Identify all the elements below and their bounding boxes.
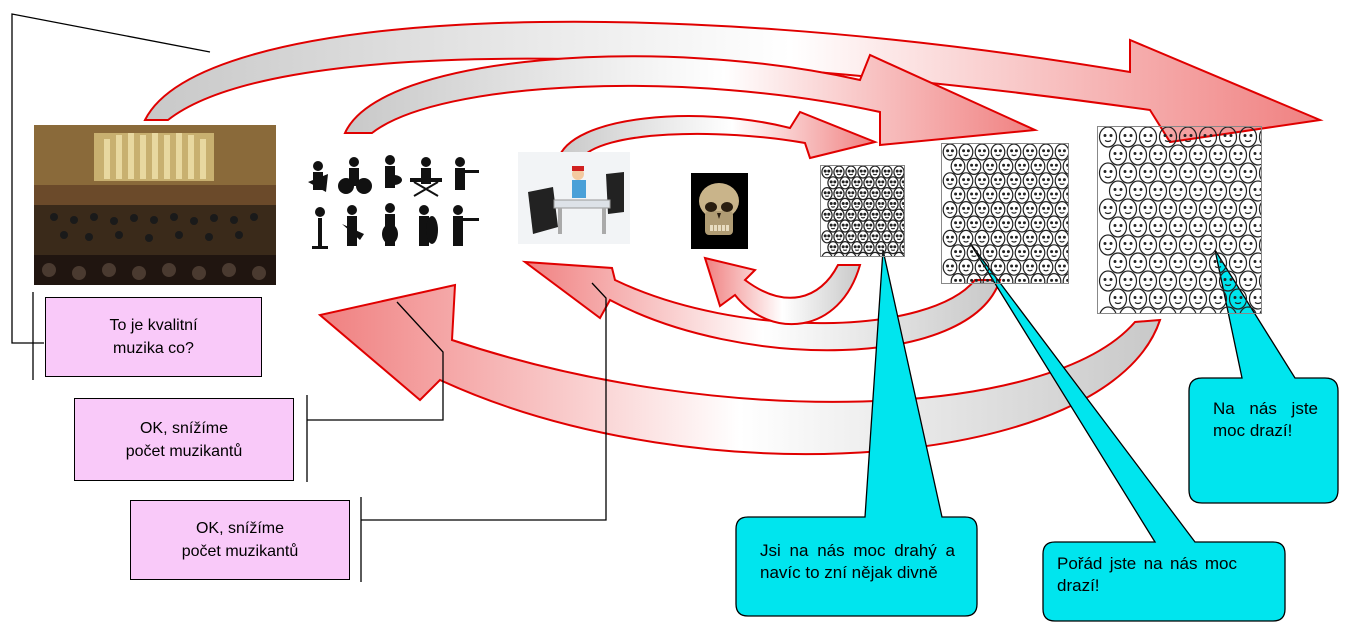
orchestra-photo	[34, 125, 276, 285]
skull-photo	[691, 173, 748, 249]
connector-quality	[11, 13, 211, 344]
callout-reduce-2-line1: OK, snížíme	[195, 520, 284, 537]
callout-reduce-1-line2: počet muzikantů	[125, 442, 243, 460]
bubble-still-expensive	[969, 242, 1286, 622]
callout-reduce-1-line1: OK, snížíme	[139, 419, 228, 437]
bubble-text-expensive-weird: Jsi na nás moc drahý a navíc to zní něja…	[760, 541, 955, 582]
arrow-band-to-medium-crowd	[343, 53, 1039, 147]
crowd-drawing-large	[1097, 126, 1278, 328]
callout-reduce-2: OK, snížíme počet muzikantů	[130, 500, 350, 580]
crowd-drawing-small	[820, 165, 911, 266]
bubble-too-expensive	[1188, 249, 1339, 504]
callout-quality-line1: To je kvalitní	[109, 317, 198, 334]
arrow-large-crowd-to-band	[317, 283, 1162, 455]
arrow-orchestra-to-large-crowd	[143, 20, 1324, 144]
connector-reduce2	[361, 282, 607, 521]
callout-quality-line2: muzika co?	[113, 340, 194, 357]
callout-quality: To je kvalitní muzika co?	[45, 297, 262, 377]
callout-reduce-2-line2: počet muzikantů	[181, 543, 299, 560]
bubble-text-still-expensive: Pořád jste na nás moc drazí!	[1057, 554, 1237, 595]
keyboard-player	[518, 152, 630, 244]
bubble-expensive-weird	[735, 249, 978, 617]
band-silhouettes	[308, 155, 479, 249]
crowd-drawing-medium	[941, 143, 1078, 291]
arrow-small-crowd-to-skull	[703, 256, 862, 326]
callout-reduce-1: OK, snížíme počet muzikantů	[74, 398, 294, 481]
bubble-text-too-expensive: Na nás jste moc drazí!	[1213, 399, 1318, 440]
arrow-keyboard-to-small-crowd	[556, 110, 879, 161]
connector-reduce1	[307, 301, 444, 421]
